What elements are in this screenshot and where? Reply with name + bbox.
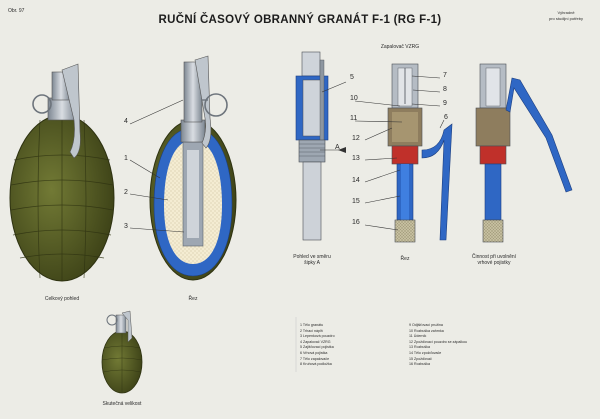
direction-label: A	[335, 144, 340, 151]
fuze-section	[387, 63, 453, 243]
callout-5: 5	[350, 74, 354, 81]
usage-note-line2: pro studijní potřeby	[548, 16, 584, 21]
legend-item: 4 Zapalovač VZRG	[300, 339, 331, 344]
callout-4: 4	[124, 118, 128, 125]
legend-item: 16 Rozbuška	[409, 362, 430, 367]
legend-item: 5 Zajišťovací pojistka	[300, 345, 334, 350]
caption-action-line2: vrhové pojistky	[477, 260, 511, 266]
callout-9: 9	[443, 100, 447, 107]
caption-section-main: Řez	[188, 296, 198, 302]
callout-11: 11	[350, 115, 358, 122]
caption-action-line1: Činnost při uvolnění	[471, 254, 517, 260]
legend-left: 1 Tělo granátu 2 Trhací náplň 3 Lepenkov…	[300, 323, 395, 368]
callout-14: 14	[352, 177, 360, 184]
grenade-overall-view	[9, 63, 115, 282]
legend-item: 3 Lepenková pouzdro	[300, 334, 335, 339]
figure-number: Obr. 97	[8, 8, 25, 14]
caption-action: Činnost při uvolnění vrhové pojistky	[458, 254, 530, 266]
callout-12: 12	[352, 135, 360, 142]
usage-note: Výhradně pro studijní potřeby	[536, 10, 596, 22]
callout-8: 8	[443, 86, 447, 93]
legend-item: 13 Rozbuška	[409, 345, 430, 350]
callout-6: 6	[444, 114, 448, 121]
legend-item: 7 Tělo zapalovače	[300, 356, 330, 361]
caption-view-line1: Pohled ve směru	[293, 254, 331, 260]
direction-arrow	[338, 147, 346, 153]
grenade-actual-size	[101, 310, 143, 394]
grenade-cross-section	[149, 55, 237, 281]
callout-15: 15	[352, 198, 360, 205]
legend-item: 8 Kruhová podložka	[300, 362, 332, 367]
legend-item: 9 Odjišťovací pružina	[409, 323, 443, 327]
legend-item: 10 Rozbuška zahrnka	[409, 328, 444, 333]
callout-1: 1	[124, 155, 128, 162]
fuze-release-action	[475, 63, 573, 243]
legend-item: 2 Trhací náplň	[300, 328, 323, 333]
legend-item: 6 Vrhová pojistka	[300, 350, 328, 355]
legend-item: 12 Zpožďovací pouzdro se zápalkou	[409, 339, 467, 344]
usage-note-line1: Výhradně	[557, 10, 575, 15]
callout-3: 3	[124, 223, 128, 230]
caption-section-fuze: Řez	[400, 256, 410, 262]
caption-view-line2: šipky A	[304, 260, 320, 266]
callout-7: 7	[443, 72, 447, 79]
legend-item: 14 Tělo zpožďovače	[409, 350, 442, 355]
caption-overall: Celkový pohled	[44, 296, 80, 302]
fuze-view-from-A	[295, 51, 329, 241]
legend-item: 15 Zpožďovač	[409, 356, 432, 361]
callout-13: 13	[352, 155, 360, 162]
fuze-section-label: Zapalovač VZRG	[380, 44, 420, 50]
caption-view-A: Pohled ve směru šipky A	[282, 254, 342, 266]
caption-actual-size: Skutečná velikost	[102, 401, 142, 407]
callout-2: 2	[124, 189, 128, 196]
page-title: RUČNÍ ČASOVÝ OBRANNÝ GRANÁT F-1 (RG F-1)	[158, 14, 442, 26]
callout-16: 16	[352, 219, 360, 226]
legend-right: 9 Odjišťovací pružina 10 Rozbuška zahrnk…	[409, 323, 519, 368]
leader-lines	[129, 75, 445, 233]
legend-item: 11 Úderník	[409, 334, 427, 339]
legend-item: 1 Tělo granátu	[300, 323, 324, 327]
callout-10: 10	[350, 95, 358, 102]
